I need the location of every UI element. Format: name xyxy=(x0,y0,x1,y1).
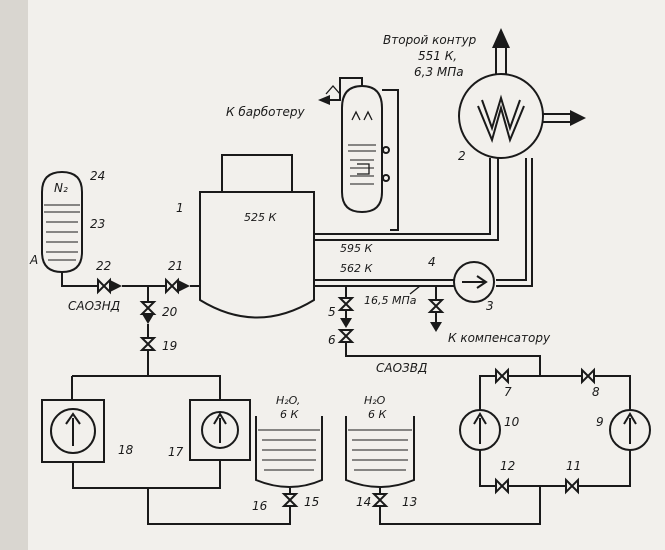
second-circuit-pressure: 6,3 МПа xyxy=(414,65,464,79)
label-9: 9 xyxy=(596,415,604,429)
label-11: 11 xyxy=(566,459,581,473)
label-6: 6 xyxy=(328,333,336,347)
label-12: 12 xyxy=(500,459,515,473)
label-19: 19 xyxy=(162,339,177,353)
label-3: 3 xyxy=(486,299,494,313)
label-a: А xyxy=(29,253,38,267)
label-10: 10 xyxy=(504,415,520,429)
tank16-medium-label: H₂O, xyxy=(276,394,300,407)
label-2: 2 xyxy=(458,149,466,163)
low-pressure-eccs xyxy=(41,286,323,525)
label-20: 20 xyxy=(162,305,178,319)
second-circuit-label: Второй контур xyxy=(383,33,477,47)
reactor-vessel xyxy=(199,154,315,319)
nitrogen-label: N₂ xyxy=(54,181,68,195)
vessel-temp-label: 525 К xyxy=(244,211,277,224)
label-5: 5 xyxy=(328,305,336,319)
label-4: 4 xyxy=(428,255,436,269)
label-18: 18 xyxy=(118,443,134,457)
label-24: 24 xyxy=(90,169,105,183)
saoznd-label: САОЗНД xyxy=(68,299,120,313)
label-17: 17 xyxy=(168,445,184,459)
to-bubbler-label: К барботеру xyxy=(226,105,305,119)
label-21: 21 xyxy=(168,259,183,273)
steam-generator xyxy=(458,28,586,159)
label-7: 7 xyxy=(504,385,512,399)
label-23: 23 xyxy=(90,217,105,231)
label-22: 22 xyxy=(96,259,111,273)
label-16: 16 xyxy=(252,499,268,513)
label-8: 8 xyxy=(592,385,600,399)
label-13: 13 xyxy=(402,495,417,509)
hydroaccumulator xyxy=(41,170,200,295)
saozvd-label: САОЗВД xyxy=(376,361,427,375)
tank16-temp-label: 6 К xyxy=(280,408,299,421)
cold-leg-temp-label: 562 К xyxy=(340,262,373,275)
high-pressure-eccs xyxy=(337,286,651,525)
second-circuit-temp: 551 К, xyxy=(418,49,457,63)
primary-loop xyxy=(314,158,533,332)
tank13-medium-label: H₂O xyxy=(364,394,386,407)
label-15: 15 xyxy=(304,495,319,509)
to-pressurizer-label: К компенсатору xyxy=(448,331,551,345)
tank13-temp-label: 6 К xyxy=(368,408,387,421)
scan-shadow xyxy=(0,0,28,550)
label-14: 14 xyxy=(356,495,371,509)
hot-leg-temp-label: 595 К xyxy=(340,242,373,255)
pressurizer-tank xyxy=(318,77,399,231)
primary-pressure-label: 16,5 МПа xyxy=(364,294,417,307)
label-1: 1 xyxy=(176,201,184,215)
